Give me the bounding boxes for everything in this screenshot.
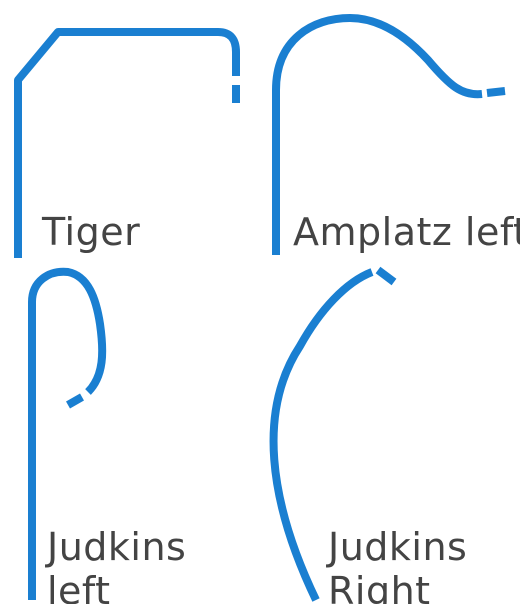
judkins-right-label-line-1: Judkins [326, 525, 467, 569]
judkins-right-label-2: Right [328, 569, 431, 604]
judkins-left-catheter [28, 267, 107, 600]
amplatz-left-catheter-curve [272, 14, 483, 255]
amplatz-left-catheter-tip [486, 87, 506, 97]
amplatz-left-label-line-1: Amplatz left [293, 210, 520, 254]
judkins-right-label: Judkins [326, 525, 467, 569]
tiger-label-line-1: Tiger [41, 210, 140, 254]
judkins-left-label-2: left [47, 569, 111, 604]
tiger-catheter-curve [14, 28, 240, 258]
judkins-right-catheter [269, 266, 397, 602]
judkins-left-label: Judkins [45, 525, 186, 569]
amplatz-left-label: Amplatz left [293, 210, 520, 254]
judkins-right-catheter-curve [269, 268, 374, 602]
amplatz-left-catheter [272, 14, 506, 255]
judkins-left-catheter-curve [28, 267, 107, 600]
judkins-left-catheter-tip [66, 393, 84, 409]
judkins-right-label-line-2: Right [328, 569, 431, 604]
tiger-label: Tiger [41, 210, 140, 254]
judkins-left-label-line-2: left [47, 569, 111, 604]
judkins-right-catheter-tip [375, 266, 397, 286]
judkins-left-label-line-1: Judkins [45, 525, 186, 569]
tiger-catheter [14, 28, 240, 258]
